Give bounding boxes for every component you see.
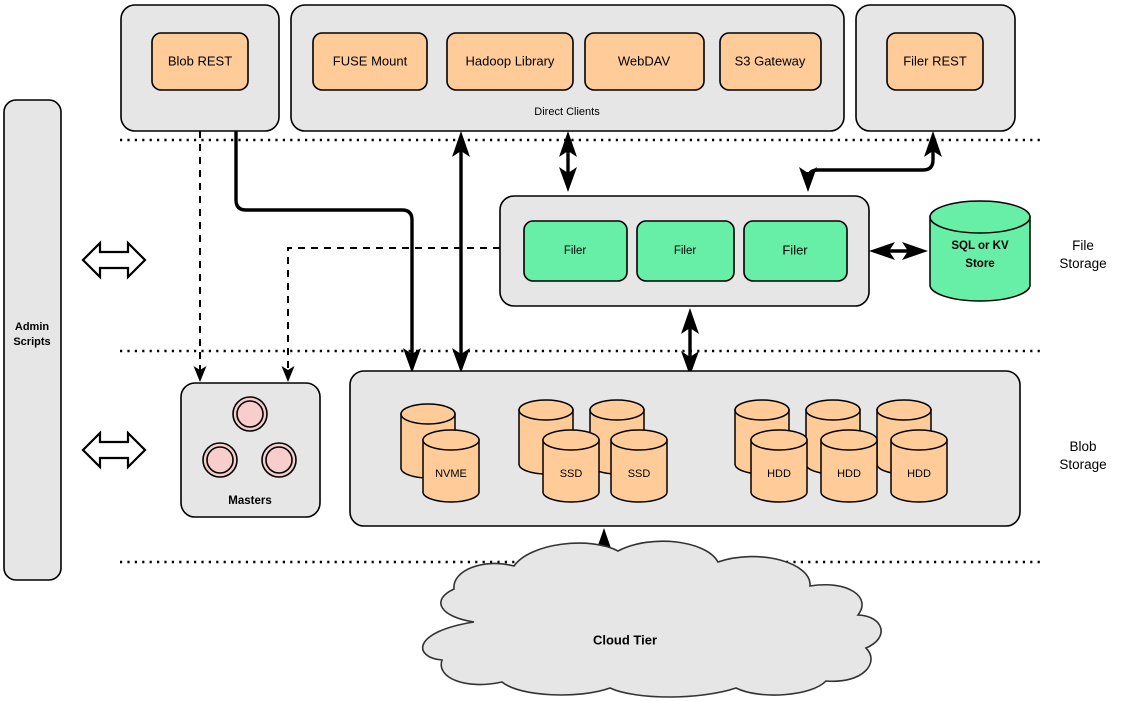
- volume-cluster-ssd-label-1: SSD: [560, 468, 583, 480]
- sql-or-kv-store-label-line2: Store: [965, 258, 994, 270]
- volume-cluster-nvme[interactable]: NVME: [400, 403, 480, 503]
- link-filer-to-masters: [281, 247, 500, 382]
- link-filer-to-blob-storage: [681, 308, 699, 376]
- link-filer-rest-to-filer: [799, 131, 942, 192]
- file-storage-label-line1: File: [1072, 238, 1094, 253]
- masters-box: [180, 382, 321, 518]
- volume-cluster-hdd-label-2: HDD: [837, 468, 861, 480]
- cylinder-hdd-front-1: [750, 429, 808, 503]
- sql-or-kv-store[interactable]: SQL or KV Store: [929, 200, 1031, 302]
- volume-cluster-hdd[interactable]: HDD HDD HDD: [734, 399, 948, 503]
- blob-rest-group[interactable]: Blob REST: [120, 4, 280, 132]
- node-filer-3[interactable]: [743, 220, 848, 282]
- node-fuse-mount[interactable]: [312, 32, 428, 91]
- masters-group[interactable]: Masters: [180, 382, 321, 518]
- direct-clients-group[interactable]: FUSE Mount Hadoop Library WebDAV S3 Gate…: [290, 4, 845, 132]
- cylinder-hdd-front-3: [890, 429, 948, 503]
- node-blob-rest-label: Blob REST: [168, 53, 232, 68]
- blob-storage-label-line1: Blob: [1069, 439, 1096, 454]
- node-blob-rest[interactable]: [151, 32, 249, 91]
- link-direct-clients-to-filer: [559, 131, 577, 192]
- admin-to-masters-biarrow: [81, 430, 147, 470]
- sql-or-kv-store-label-line1: SQL or KV: [951, 240, 1009, 252]
- cylinder-ssd-front-2: [610, 429, 668, 503]
- cloud-tier[interactable]: Cloud Tier: [422, 540, 882, 698]
- node-fuse-mount-label: FUSE Mount: [333, 53, 408, 68]
- node-filer-rest-label: Filer REST: [903, 53, 967, 68]
- master-node-3[interactable]: [261, 442, 297, 478]
- volume-servers-group[interactable]: NVME SSD SSD: [349, 370, 1021, 527]
- node-filer-2-label: Filer: [674, 245, 697, 257]
- node-webdav[interactable]: [584, 32, 705, 91]
- node-s3-gateway[interactable]: [719, 32, 822, 91]
- volume-cluster-ssd-label-2: SSD: [628, 468, 651, 480]
- masters-label: Masters: [228, 495, 271, 507]
- admin-scripts-label-line2: Scripts: [13, 336, 50, 348]
- volume-cluster-hdd-label-1: HDD: [767, 468, 791, 480]
- admin-to-filer-biarrow: [81, 240, 147, 280]
- filer-group[interactable]: Filer Filer Filer: [499, 195, 870, 307]
- link-blob-rest-to-volumes: [234, 131, 421, 373]
- node-filer-1-label: Filer: [564, 245, 587, 257]
- cloud-tier-label: Cloud Tier: [593, 632, 657, 647]
- link-blob-rest-to-masters: [193, 131, 207, 382]
- filer-rest-group[interactable]: Filer REST: [855, 4, 1016, 132]
- blob-storage-label-line2: Storage: [1059, 457, 1106, 472]
- admin-scripts-panel[interactable]: Admin Scripts: [3, 99, 62, 581]
- node-filer-rest[interactable]: [886, 32, 984, 91]
- node-hadoop-library-label: Hadoop Library: [466, 53, 555, 68]
- file-storage-label-line2: Storage: [1059, 256, 1106, 271]
- node-filer-1[interactable]: [523, 220, 628, 282]
- link-filer-to-store: [869, 242, 928, 260]
- blob-storage-tier-label: Blob Storage: [1059, 439, 1106, 472]
- node-filer-3-label: Filer: [782, 242, 808, 257]
- node-s3-gateway-label: S3 Gateway: [735, 53, 806, 68]
- cloud-tier-shape: [422, 540, 882, 698]
- volume-cluster-nvme-label: NVME: [435, 468, 467, 480]
- admin-scripts-label-line1: Admin: [15, 321, 50, 333]
- node-webdav-label: WebDAV: [618, 53, 671, 68]
- node-hadoop-library[interactable]: [446, 32, 574, 91]
- volume-cluster-ssd[interactable]: SSD SSD: [518, 399, 668, 503]
- cylinder-nvme-front-1: [422, 429, 480, 503]
- node-filer-2[interactable]: [636, 220, 735, 282]
- link-direct-clients-to-volumes: [452, 131, 470, 373]
- cylinder-hdd-front-2: [820, 429, 878, 503]
- volume-cluster-hdd-label-3: HDD: [907, 468, 931, 480]
- direct-clients-caption: Direct Clients: [534, 106, 600, 118]
- admin-scripts-box: [3, 99, 62, 581]
- file-storage-tier-label: File Storage: [1059, 238, 1106, 271]
- master-node-2[interactable]: [202, 442, 238, 478]
- master-node-1[interactable]: [232, 396, 268, 432]
- cylinder-ssd-front-1: [542, 429, 600, 503]
